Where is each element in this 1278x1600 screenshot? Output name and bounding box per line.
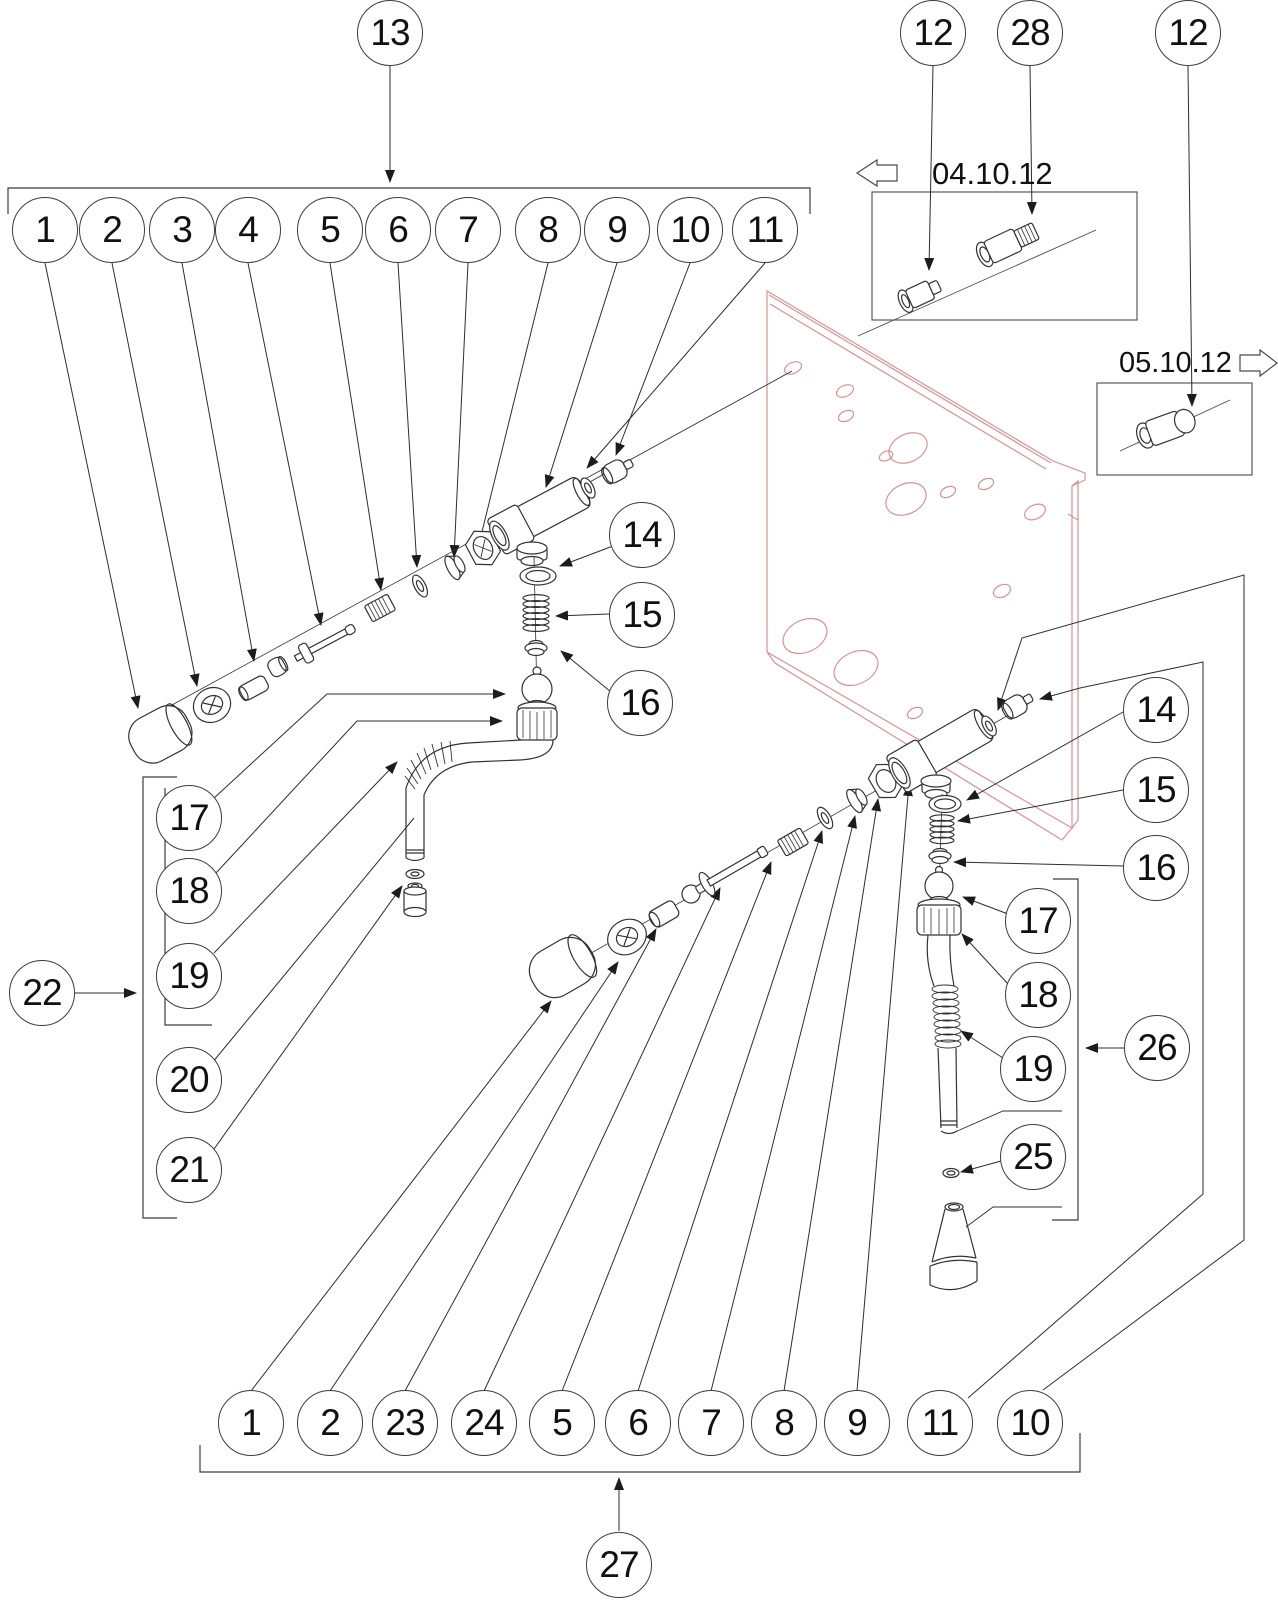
part-washer-small-upper bbox=[580, 477, 596, 499]
part-balloon-7: 7 bbox=[678, 1390, 744, 1456]
part-balloon-9: 9 bbox=[584, 197, 650, 263]
part-pipe-fitting bbox=[403, 882, 427, 918]
part-balloon-10: 10 bbox=[657, 197, 723, 263]
part-balloon-21: 21 bbox=[156, 1137, 222, 1203]
part-valve-disc-right bbox=[928, 847, 952, 865]
part-washer-lower bbox=[816, 806, 834, 830]
part-cap-nut-upper bbox=[601, 459, 634, 485]
part-balloon-8: 8 bbox=[751, 1390, 817, 1456]
part-balloon-1: 1 bbox=[218, 1390, 284, 1456]
part-balloon-12: 12 bbox=[1155, 0, 1221, 66]
part-cap-upper bbox=[267, 655, 289, 678]
part-balloon-27: 27 bbox=[586, 1532, 652, 1598]
part-bush-lower bbox=[648, 900, 680, 928]
part-set-screw-lower bbox=[777, 827, 809, 857]
detail-boxes bbox=[857, 191, 1253, 476]
part-balloon-5: 5 bbox=[297, 197, 363, 263]
part-ball-valve-upper bbox=[521, 666, 553, 709]
revision-date-left: 04.10.12 bbox=[932, 156, 1053, 191]
part-balloon-18: 18 bbox=[1005, 962, 1071, 1028]
detail-box-05-10-12 bbox=[1096, 382, 1253, 476]
part-balloon-14: 14 bbox=[609, 502, 675, 568]
bracket-right-group bbox=[1052, 878, 1079, 1221]
part-valve-disc-upper bbox=[524, 639, 548, 657]
part-balloon-2: 2 bbox=[297, 1390, 363, 1456]
leader-lines bbox=[44, 65, 1245, 1531]
part-washer-pipe-end bbox=[405, 868, 425, 880]
part-knurled-nut-right bbox=[916, 898, 962, 936]
part-balloon-22: 22 bbox=[9, 960, 75, 1026]
part-balloon-17: 17 bbox=[156, 785, 222, 851]
part-balloon-6: 6 bbox=[605, 1390, 671, 1456]
part-washer-small-lower bbox=[981, 715, 997, 737]
part-balloon-6: 6 bbox=[365, 197, 431, 263]
part-knob-upper bbox=[128, 703, 193, 764]
part-balloon-28: 28 bbox=[997, 0, 1063, 66]
part-set-screw-upper bbox=[364, 594, 396, 622]
part-spring-upper bbox=[522, 593, 550, 632]
revision-date-right: 05.10.12 bbox=[1119, 347, 1232, 379]
part-oring-upper bbox=[519, 566, 557, 586]
part-oring-wand bbox=[942, 1167, 960, 1179]
part-outlet-pipe-upper bbox=[404, 739, 554, 862]
part-balloon-25: 25 bbox=[1000, 1124, 1066, 1190]
part-balloon-11: 11 bbox=[907, 1390, 973, 1456]
part-balloon-1: 1 bbox=[12, 197, 78, 263]
part-stem-upper bbox=[293, 623, 356, 664]
part-ball-valve-right bbox=[924, 865, 954, 905]
part-oring-right bbox=[928, 794, 962, 814]
part-knurled-nut-upper bbox=[516, 701, 558, 741]
part-balloon-14: 14 bbox=[1123, 677, 1189, 743]
part-balloon-2: 2 bbox=[79, 197, 145, 263]
part-wand-tube-right bbox=[926, 934, 962, 1135]
part-balloon-11: 11 bbox=[732, 197, 798, 263]
revision-arrow-left-icon bbox=[855, 158, 898, 188]
part-cap-nut-lower bbox=[1001, 693, 1034, 720]
part-nipple-12-right bbox=[1135, 408, 1196, 449]
part-steam-nozzle bbox=[929, 1202, 978, 1291]
exploded-parts bbox=[128, 222, 1196, 1291]
part-balloon-20: 20 bbox=[156, 1047, 222, 1113]
part-balloon-19: 19 bbox=[156, 943, 222, 1009]
part-balloon-26: 26 bbox=[1124, 1015, 1190, 1081]
bracket-left-group bbox=[142, 776, 177, 1219]
part-balloon-5: 5 bbox=[529, 1390, 595, 1456]
part-balloon-3: 3 bbox=[149, 197, 215, 263]
part-balloon-18: 18 bbox=[156, 858, 222, 924]
part-tee-body-lower bbox=[886, 709, 994, 800]
part-spring-right bbox=[929, 814, 955, 845]
part-balloon-7: 7 bbox=[435, 197, 501, 263]
part-nipple-12-left bbox=[897, 280, 942, 313]
part-adapter-28 bbox=[975, 222, 1040, 268]
part-flanged-washer-lower bbox=[846, 788, 868, 814]
part-balloon-15: 15 bbox=[1123, 757, 1189, 823]
part-balloon-16: 16 bbox=[607, 670, 673, 736]
part-balloon-15: 15 bbox=[609, 582, 675, 648]
part-ring-nut-upper bbox=[192, 686, 232, 724]
part-balloon-4: 4 bbox=[215, 197, 281, 263]
part-balloon-8: 8 bbox=[515, 197, 581, 263]
part-flanged-washer-upper bbox=[444, 555, 466, 581]
part-balloon-12: 12 bbox=[900, 0, 966, 66]
part-ring-nut-lower bbox=[607, 918, 647, 956]
part-balloon-10: 10 bbox=[997, 1390, 1063, 1456]
part-bush-upper bbox=[238, 675, 269, 702]
part-tee-body-upper bbox=[487, 477, 591, 567]
bracket-bottom-group bbox=[199, 1433, 1081, 1473]
part-balloon-9: 9 bbox=[824, 1390, 890, 1456]
part-washer-upper bbox=[411, 574, 429, 598]
part-balloon-23: 23 bbox=[372, 1390, 438, 1456]
part-balloon-24: 24 bbox=[451, 1390, 517, 1456]
part-balloon-16: 16 bbox=[1123, 835, 1189, 901]
bracket-top-group bbox=[7, 187, 811, 214]
detail-box-04-10-12 bbox=[871, 191, 1138, 321]
part-stem-lower bbox=[698, 845, 769, 897]
part-balloon-19: 19 bbox=[1000, 1036, 1066, 1102]
part-balloon-17: 17 bbox=[1005, 888, 1071, 954]
part-knob-lower bbox=[528, 934, 598, 999]
part-balloon-13: 13 bbox=[357, 0, 423, 66]
revision-arrow-right-icon bbox=[1239, 348, 1278, 378]
